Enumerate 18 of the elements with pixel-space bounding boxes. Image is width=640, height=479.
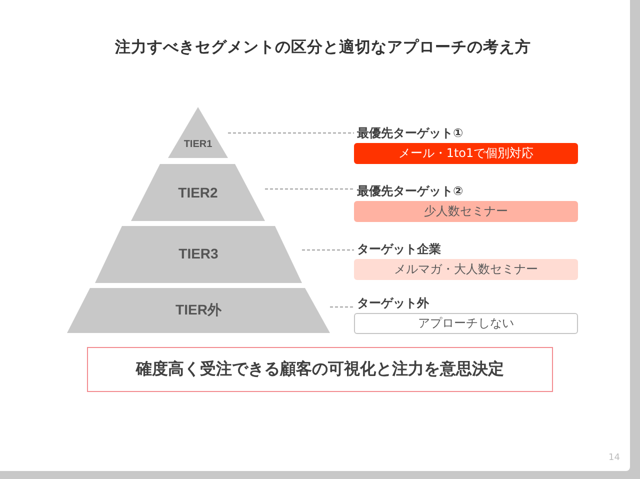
slide-title: 注力すべきセグメントの区分と適切なアプローチの考え方 bbox=[115, 37, 531, 57]
segment-heading: ターゲット企業 bbox=[356, 241, 441, 257]
approach-box: メール・1to1で個別対応 bbox=[354, 143, 578, 164]
approach-box: メルマガ・大人数セミナー bbox=[354, 259, 578, 280]
pyramid-tier: TIER2 bbox=[131, 164, 265, 221]
dashed-connector bbox=[264, 188, 354, 190]
segment-heading: 最優先ターゲット① bbox=[356, 125, 464, 141]
approach-box: 少人数セミナー bbox=[354, 201, 578, 222]
dashed-connector bbox=[330, 306, 354, 308]
dashed-connector bbox=[228, 132, 354, 134]
pyramid-tier: TIER3 bbox=[95, 226, 302, 283]
page-number: 14 bbox=[608, 452, 620, 464]
pyramid-tier: TIER1 bbox=[168, 107, 228, 158]
conclusion-box: 確度高く受注できる顧客の可視化と注力を意思決定 bbox=[87, 347, 553, 392]
segment-heading: ターゲット外 bbox=[356, 295, 429, 311]
segment-heading: 最優先ターゲット② bbox=[356, 183, 464, 199]
approach-box: アプローチしない bbox=[354, 313, 578, 334]
pyramid-tier: TIER外 bbox=[67, 288, 330, 333]
